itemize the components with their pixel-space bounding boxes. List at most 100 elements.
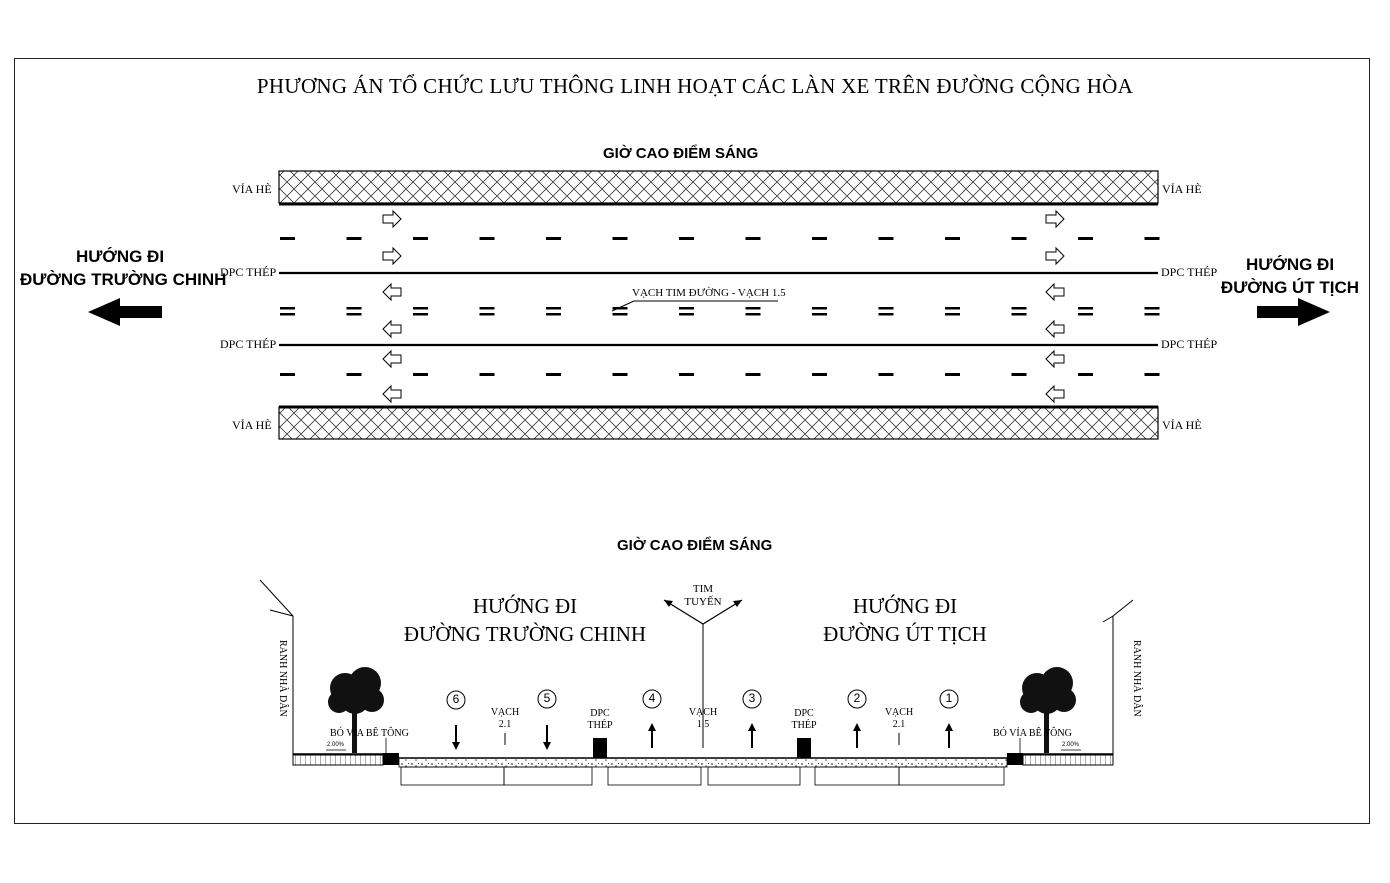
lane-dash [413, 237, 428, 240]
centerline-dash [878, 313, 894, 316]
centerline-dash [546, 307, 561, 310]
lane-dash [346, 373, 362, 376]
tree-right [1020, 667, 1076, 753]
lane-dash [479, 237, 495, 240]
left-lane-arrow [1045, 209, 1065, 229]
plan-heading: GIỜ CAO ĐIỂM SÁNG [603, 145, 759, 162]
lane-dash [546, 237, 561, 240]
lane-dash [812, 373, 827, 376]
centerline-dash [346, 307, 362, 310]
slope-left: 2.00% [327, 742, 345, 748]
lane-dash [878, 373, 894, 376]
lane-number: 5 [543, 691, 551, 705]
lane-dash [812, 237, 827, 240]
curb-label-left: BÓ VỈA BÊ TÔNG [330, 728, 409, 739]
right-lane-arrow [1045, 349, 1065, 369]
right-lane-arrow [1045, 282, 1065, 302]
sidewalk-label-bottom-right: VỈA HÈ [1162, 418, 1202, 432]
tree-left [328, 667, 384, 753]
centerline-dash [679, 307, 694, 310]
right-lane-arrow [1045, 319, 1065, 339]
lane-dash [679, 373, 694, 376]
center-axis-label: TIM TUYẾN [684, 583, 722, 608]
lane-arrows [382, 209, 1065, 404]
lane-number: 4 [648, 691, 656, 705]
centerline-dash [413, 307, 428, 310]
lane-dash [1011, 373, 1027, 376]
barrier-right [797, 738, 811, 758]
centerline-label: VẠCH TIM ĐƯỜNG - VẠCH 1.5 [632, 287, 786, 299]
curb-right [1007, 753, 1023, 765]
centerline-dash [612, 307, 628, 310]
sidewalk-label-top-right: VỈA HÈ [1162, 182, 1202, 196]
left-lane-arrow [382, 209, 402, 229]
centerline-dash [812, 313, 827, 316]
lane-dash [679, 237, 694, 240]
lane-dash [546, 373, 561, 376]
sidewalk-label-bottom-left: VỈA HÈ [232, 418, 272, 432]
lane-dash [479, 373, 495, 376]
right-lane-arrow [382, 282, 402, 302]
divider-label-bottom-left: DPC THÉP [220, 337, 277, 351]
lane-dash [346, 237, 362, 240]
centerline-dash [945, 313, 960, 316]
left-direction-arrow [88, 298, 162, 326]
barrier-left [593, 738, 607, 758]
plan-left-direction: HƯỚNG ĐI ĐƯỜNG TRƯỜNG CHINH [20, 247, 227, 289]
cross-section-lane-arrows [452, 723, 953, 750]
lane-number: 1 [945, 691, 953, 705]
centerline-dash [745, 313, 761, 316]
section-left-direction: HƯỚNG ĐI ĐƯỜNG TRƯỜNG CHINH [403, 594, 647, 646]
up-arrow-head [853, 723, 861, 731]
lane-markings [280, 237, 1160, 376]
centerline-dash [945, 307, 960, 310]
up-arrow-head [945, 723, 953, 731]
centerline-dash [679, 313, 694, 316]
slope-right: 2.00% [1062, 742, 1080, 748]
up-arrow-head [748, 723, 756, 731]
left-lane-arrow [1045, 246, 1065, 266]
plan-right-direction: HƯỚNG ĐI ĐƯỜNG ÚT TỊCH [1220, 255, 1360, 297]
section-heading: GIỜ CAO ĐIỂM SÁNG [617, 537, 773, 554]
lane-dash [745, 237, 761, 240]
centerline-dash [280, 313, 295, 316]
down-arrow-head [543, 742, 551, 750]
centerline-dash [812, 307, 827, 310]
centerline-dash [413, 313, 428, 316]
lane-dash [612, 373, 628, 376]
lane-dash [612, 237, 628, 240]
centerline-dash [1144, 313, 1160, 316]
sidewalk-top [278, 170, 1159, 204]
sidewalk-label-top-left: VỈA HÈ [232, 182, 272, 196]
centerline-dash [1011, 307, 1027, 310]
lane-dash [413, 373, 428, 376]
property-line-label-left: RANH NHÀ DÂN [277, 640, 288, 717]
centerline-dash [745, 307, 761, 310]
drawing-title: PHƯƠNG ÁN TỔ CHỨC LƯU THÔNG LINH HOẠT CÁ… [256, 74, 1134, 98]
lane-dash [1078, 373, 1093, 376]
right-lane-arrow [382, 384, 402, 404]
lane-dash [878, 237, 894, 240]
curb-left [383, 753, 399, 765]
centerline-dash [479, 307, 495, 310]
property-line-label-right: RANH NHÀ DÂN [1131, 640, 1142, 717]
right-direction-arrow [1257, 298, 1330, 326]
centerline-dash [612, 313, 628, 316]
centerline-dash [546, 313, 561, 316]
lane-dash [945, 237, 960, 240]
lane-number: 6 [452, 692, 460, 706]
up-arrow-head [648, 723, 656, 731]
centerline-dash [280, 307, 295, 310]
centerline-dash [1011, 313, 1027, 316]
centerline-dash [1078, 307, 1093, 310]
right-lane-arrow [382, 349, 402, 369]
divider-label-top-left: DPC THÉP [220, 265, 277, 279]
lane-dash [745, 373, 761, 376]
lane-dash [1144, 237, 1160, 240]
divider-label-bottom-right: DPC THÉP [1161, 337, 1218, 351]
curb-label-right: BÓ VỈA BÊ TÔNG [993, 728, 1072, 739]
lane-dash [945, 373, 960, 376]
